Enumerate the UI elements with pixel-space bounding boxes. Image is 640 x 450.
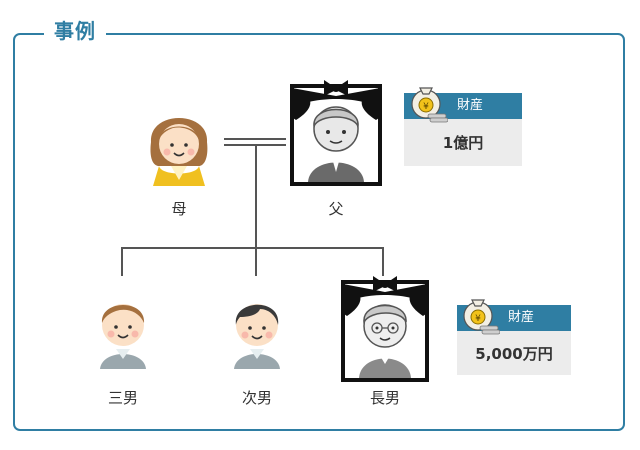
father-portrait [288,74,384,190]
case-title: 事例 [44,16,106,46]
label-father: 父 [328,200,344,218]
svg-text:¥: ¥ [423,102,429,112]
label-mother: 母 [171,200,187,218]
asset-amount-father: 1億円 [404,119,522,166]
svg-text:¥: ¥ [475,314,481,324]
case-frame [13,33,625,431]
eldest-son-portrait [337,272,433,386]
mother-figure [143,100,215,190]
money-bag-icon: ¥ [458,288,501,340]
label-son2: 次男 [241,389,272,407]
label-son1: 長男 [369,389,400,407]
son2-figure [224,287,290,373]
label-son3: 三男 [107,389,138,407]
money-bag-icon: ¥ [406,76,449,128]
son3-figure [90,287,156,373]
asset-amount-eldest: 5,000万円 [457,331,571,375]
